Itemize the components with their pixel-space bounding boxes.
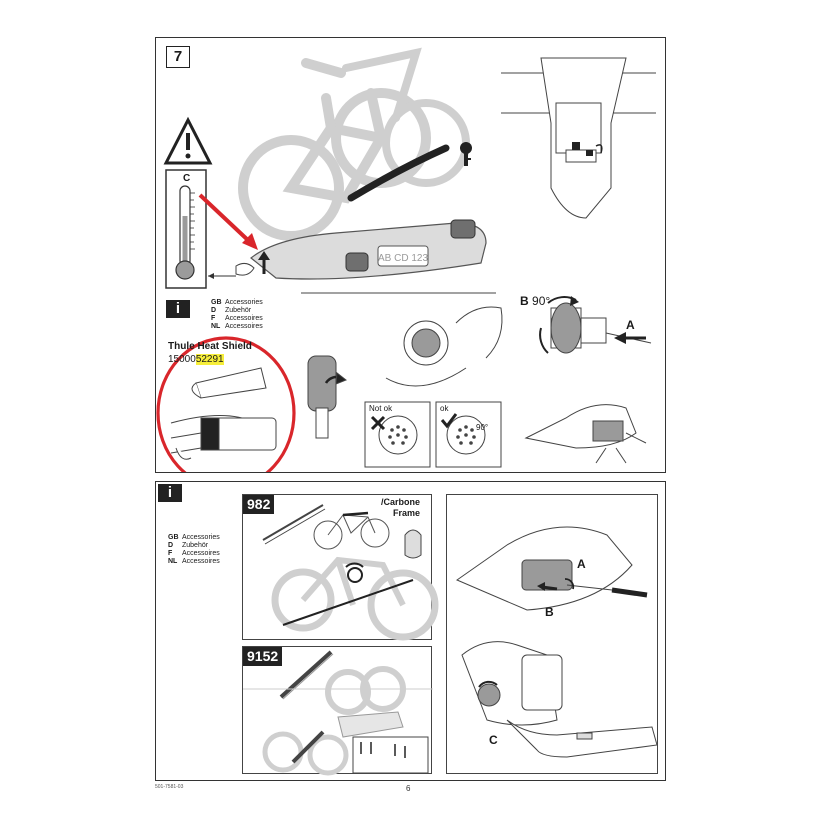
product-name: Thule Heat Shield: [168, 341, 252, 352]
label-b: B 90°: [520, 294, 551, 308]
check-icon: [440, 413, 458, 429]
info-icon: i: [158, 484, 182, 502]
part-number: 1500052291: [168, 354, 224, 365]
connector-plug-detail: [301, 292, 503, 387]
step-number: 7: [166, 46, 190, 68]
red-pointer-arrow: [198, 193, 258, 250]
lamp-steps-box: A B C: [446, 494, 658, 774]
heat-shield-illustration: [170, 367, 277, 460]
accessory-982-illustration: [262, 504, 439, 641]
accessory-982-number: 982: [243, 495, 275, 514]
bike-silhouette: [238, 58, 431, 241]
page-number: 6: [406, 784, 411, 793]
lamp-steps-illustration: [455, 526, 658, 758]
lamp-side-detail: [524, 404, 647, 464]
thermometer-icon: [165, 169, 207, 289]
accessory-9152-box: 9152: [242, 646, 433, 776]
info-icon: i: [166, 300, 190, 318]
carbone-caption: /Carbone Frame: [381, 497, 421, 518]
warning-icon: [163, 116, 213, 165]
ok-angle: 90°: [476, 423, 489, 432]
lamp-detail-top: [501, 57, 656, 219]
part-prefix: 15000: [168, 354, 196, 365]
step-7-illustration: AB CD 123: [156, 47, 656, 472]
cross-icon: [370, 415, 386, 431]
red-highlight-circle: [156, 336, 296, 472]
accessory-9152-illustration: [243, 650, 433, 776]
connector-rotation-detail: [550, 302, 652, 354]
step-7-panel: 7: [155, 37, 666, 473]
not-ok-label: Not ok: [369, 404, 393, 413]
accessory-9152-number: 9152: [243, 647, 283, 666]
part-highlight: 52291: [195, 354, 224, 365]
doc-code: 501-7581-03: [155, 784, 184, 790]
lamp-step-b-label: B: [545, 605, 554, 619]
ok-label: ok: [440, 404, 449, 413]
accessory-982-box: 982 /Carbone Frame: [242, 494, 439, 641]
label-a: A: [626, 318, 635, 332]
lamp-step-a-label: A: [577, 557, 586, 571]
svg-text:AB CD 123: AB CD 123: [378, 253, 428, 264]
lock-icon: [572, 142, 593, 156]
connector-large: [307, 355, 347, 439]
key-icon: [460, 142, 472, 166]
thermometer-scale-label: C: [183, 173, 191, 184]
lamp-step-c-label: C: [489, 733, 498, 747]
